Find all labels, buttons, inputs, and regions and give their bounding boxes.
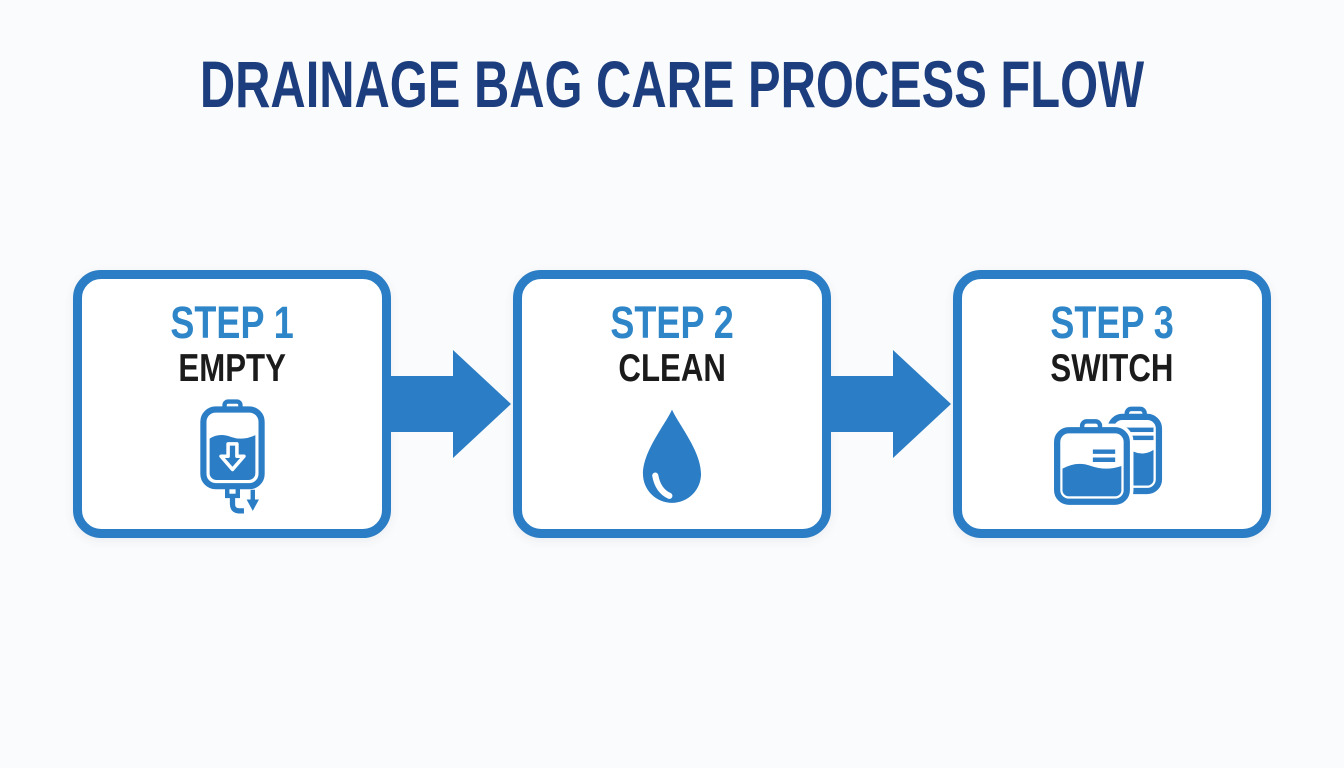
step-2-icon-wrap: [628, 392, 716, 529]
step-3-box: STEP 3 SWITCH: [953, 270, 1271, 538]
step-3-name: SWITCH: [1050, 347, 1174, 391]
page-title: DRAINAGE BAG CARE PROCESS FLOW: [199, 47, 1145, 121]
step-2-box: STEP 2 CLEAN: [513, 270, 831, 538]
step-2-name: CLEAN: [618, 347, 726, 391]
step-1-icon-wrap: [184, 392, 281, 529]
drainage-bag-emptying-icon: [199, 398, 265, 514]
step-3-label: STEP 3: [1050, 297, 1174, 348]
water-droplet-icon: [642, 409, 702, 503]
step-1-label: STEP 1: [170, 297, 294, 348]
title-container: DRAINAGE BAG CARE PROCESS FLOW: [0, 46, 1344, 122]
step-2-label: STEP 2: [610, 297, 734, 348]
flow-arrow-right-icon: [831, 350, 951, 458]
flow-arrow-right-icon: [391, 350, 511, 458]
step-1-box: STEP 1 EMPTY: [73, 270, 391, 538]
process-flow-row: STEP 1 EMPTY: [0, 270, 1344, 538]
two-drainage-bags-icon: [1049, 406, 1162, 509]
step-1-name: EMPTY: [178, 347, 286, 391]
step-3-icon-wrap: [1049, 392, 1175, 529]
